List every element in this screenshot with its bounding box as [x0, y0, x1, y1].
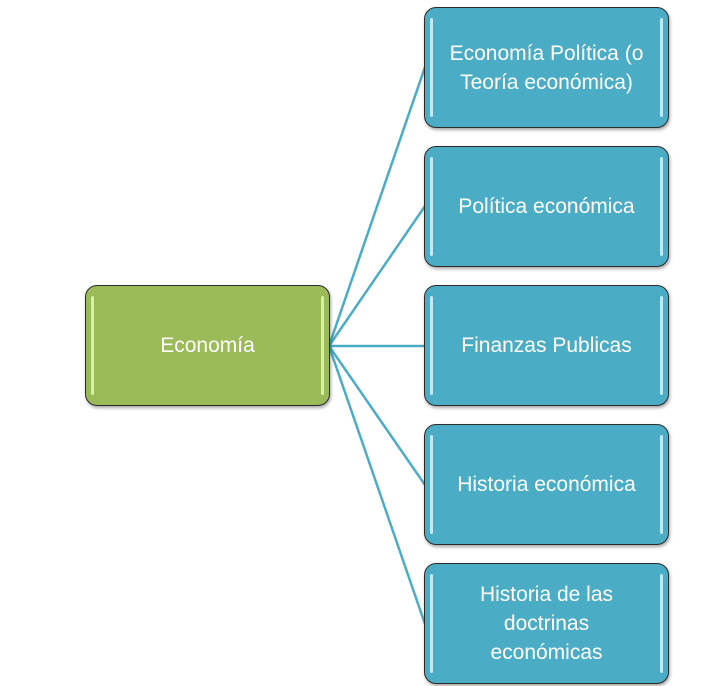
child-node-label: Finanzas Publicas	[461, 334, 632, 357]
child-node-label: Economía Política (o Teoría económica)	[449, 41, 644, 94]
connector-1	[327, 66, 427, 347]
connector-4	[327, 345, 427, 486]
connector-2	[327, 205, 427, 347]
child-node-finanzas-publicas: Finanzas Publicas	[424, 285, 669, 406]
root-node-economia: Economía	[85, 285, 330, 406]
child-node-historia-economica: Historia económica	[424, 424, 669, 545]
child-node-economia-politica: Economía Política (o Teoría económica)	[424, 7, 669, 128]
root-node-label: Economía	[160, 334, 255, 357]
child-node-historia-doctrinas: Historia de las doctrinas económicas	[424, 563, 669, 684]
child-node-label: Historia de las doctrinas económicas	[479, 583, 614, 664]
connector-5	[327, 345, 427, 625]
child-node-politica-economica: Política económica	[424, 146, 669, 267]
child-node-label: Política económica	[458, 195, 635, 218]
child-node-label: Historia económica	[457, 473, 636, 496]
